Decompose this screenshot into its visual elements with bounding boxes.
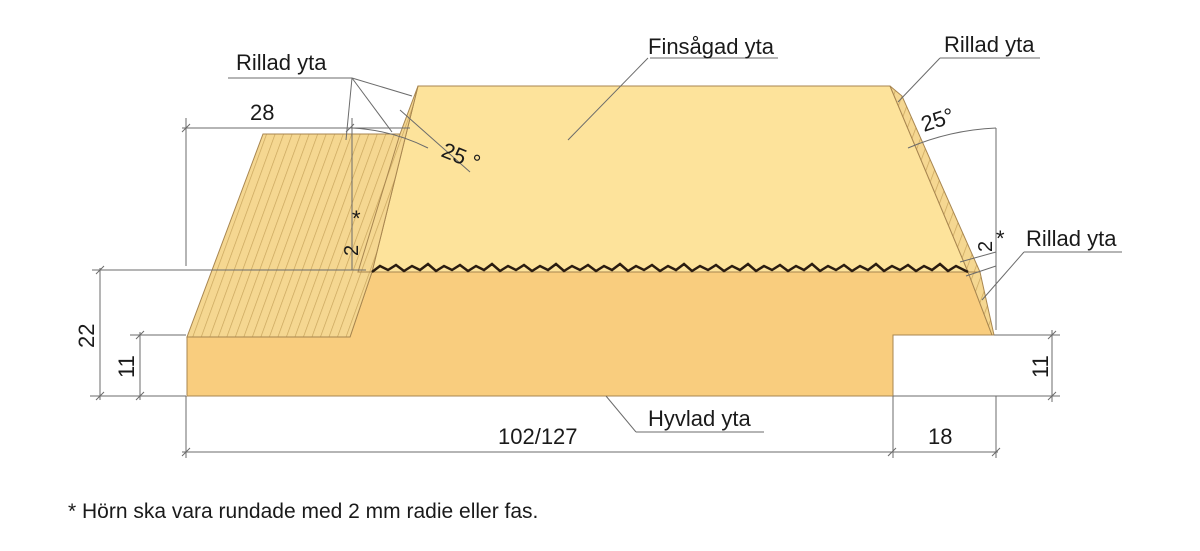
label-rillad-left: Rillad yta	[236, 50, 327, 75]
dim-height-left-lower: 11	[114, 355, 139, 378]
dim-height-right-lower: 11	[1028, 355, 1053, 378]
label-rillad-right: Rillad yta	[1026, 226, 1117, 251]
dim-corner-right: 2	[975, 241, 997, 252]
left-ribbed-surface	[186, 133, 401, 338]
dimension-lines	[90, 109, 1060, 458]
dim-top-width: 28	[250, 100, 274, 125]
rough-sawn-edge	[371, 262, 969, 274]
leader-lines	[228, 57, 1122, 433]
dim-asterisk-left: *	[352, 206, 361, 231]
footnote: * Hörn ska vara rundade med 2 mm radie e…	[68, 500, 539, 523]
dim-asterisk-right: *	[996, 226, 1005, 251]
label-finsagad: Finsågad yta	[648, 34, 775, 59]
dim-width-total: 102/127	[498, 424, 578, 449]
dim-angle-right: 25°	[918, 103, 957, 137]
dim-width-rebate: 18	[928, 424, 952, 449]
label-hyvlad: Hyvlad yta	[648, 406, 751, 431]
upper-block-fine-sawn	[371, 85, 969, 273]
label-rillad-top-right: Rillad yta	[944, 32, 1035, 57]
dim-height-total: 22	[74, 324, 99, 348]
dim-corner-left: 2	[341, 245, 363, 256]
